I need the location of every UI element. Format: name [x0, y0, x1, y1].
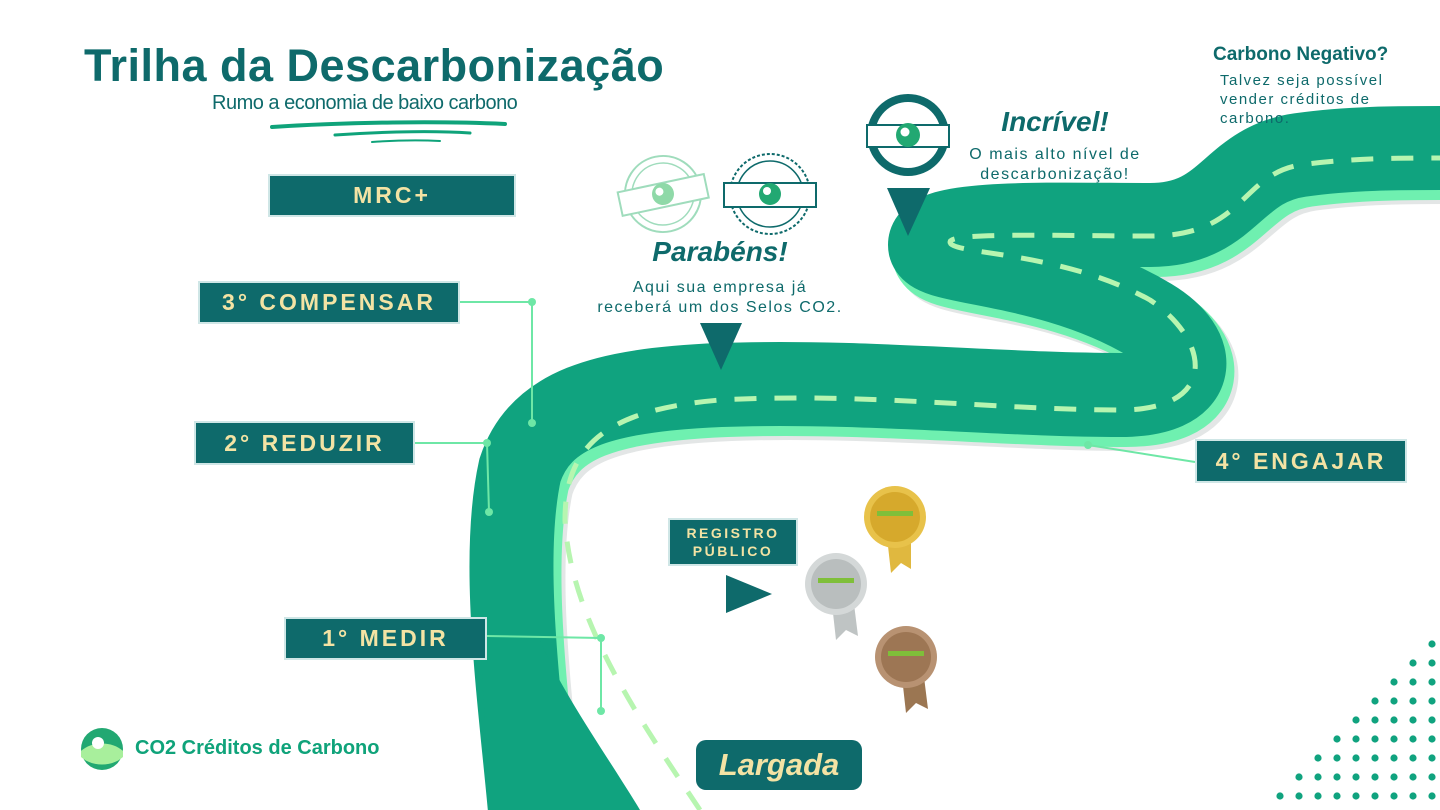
- page-subtitle: Rumo a economia de baixo carbono: [212, 92, 518, 114]
- registro-line-2: PÚBLICO: [692, 543, 774, 559]
- pattern-dot: [1428, 754, 1436, 762]
- subtitle-brush-stroke: [270, 120, 507, 143]
- medal-silver-icon: [805, 553, 867, 640]
- pattern-dot: [1352, 716, 1360, 724]
- stage-medir-box: 1° MEDIR: [284, 617, 487, 660]
- road-centerline: [562, 155, 1440, 810]
- pattern-dot: [1428, 735, 1436, 743]
- pattern-dot: [1295, 792, 1303, 800]
- medal-bronze-icon: [875, 626, 937, 713]
- medal-gold-icon: [864, 486, 926, 573]
- registro-flag-icon: [726, 575, 772, 613]
- pattern-dot: [1390, 754, 1398, 762]
- pattern-dot: [1409, 659, 1417, 667]
- stage-reduzir-box: 2° REDUZIR: [194, 421, 415, 465]
- pattern-dot: [1352, 773, 1360, 781]
- road-start-wide: [480, 640, 640, 810]
- pattern-dot: [1371, 735, 1379, 743]
- parabens-line-1: Aqui sua empresa já: [632, 279, 808, 296]
- pattern-dot: [1314, 754, 1322, 762]
- stage-engajar-box: 4° ENGAJAR: [1195, 439, 1407, 483]
- seal-carbono-neutro-icon: [723, 153, 817, 235]
- pattern-dot: [1428, 659, 1436, 667]
- pattern-dot: [1409, 792, 1417, 800]
- parabens-line-2: receberá um dos Selos CO2.: [597, 299, 843, 316]
- pattern-dot: [1371, 792, 1379, 800]
- carbono-negativo-text: Talvez seja possível vender créditos de …: [1220, 72, 1384, 127]
- pattern-dot: [1390, 792, 1398, 800]
- pattern-dot: [1390, 773, 1398, 781]
- pattern-dot: [1314, 792, 1322, 800]
- registro-line-1: REGISTRO: [686, 525, 780, 541]
- registro-publico-box: REGISTRO PÚBLICO: [668, 518, 798, 566]
- pattern-dot: [1428, 697, 1436, 705]
- pattern-dot: [1333, 792, 1341, 800]
- pattern-dot: [1333, 754, 1341, 762]
- stage-compensar-box: 3° COMPENSAR: [198, 281, 460, 324]
- pattern-dot: [1390, 678, 1398, 686]
- pattern-dot: [1390, 735, 1398, 743]
- page-title: Trilha da Descarbonização: [84, 40, 665, 91]
- road-surface: [469, 106, 1440, 810]
- pattern-dot: [1371, 697, 1379, 705]
- pattern-dot: [1409, 735, 1417, 743]
- pattern-dot: [1409, 754, 1417, 762]
- parabens-heading: Parabéns!: [652, 236, 788, 267]
- incrivel-heading: Incrível!: [1001, 106, 1109, 137]
- pattern-dot: [1390, 697, 1398, 705]
- incrivel-line-1: O mais alto nível de: [969, 146, 1141, 163]
- pattern-dot: [1409, 697, 1417, 705]
- pattern-dot: [1352, 754, 1360, 762]
- incrivel-line-2: descarbonização!: [980, 166, 1130, 183]
- stage-mrc-box: MRC+: [268, 174, 516, 217]
- decorative-dot-pattern: [1276, 640, 1436, 800]
- pattern-dot: [1371, 773, 1379, 781]
- pattern-dot: [1276, 792, 1284, 800]
- pattern-dot: [1428, 773, 1436, 781]
- pattern-dot: [1409, 678, 1417, 686]
- pattern-dot: [1295, 773, 1303, 781]
- connector-dots: [483, 298, 1092, 715]
- pattern-dot: [1371, 716, 1379, 724]
- seal-carbono-reduzido-icon: [616, 155, 710, 233]
- pattern-dot: [1314, 773, 1322, 781]
- seal-carbono-zero-icon: [866, 94, 950, 176]
- start-label: Largada: [696, 740, 862, 790]
- brand-logo-icon: [81, 728, 123, 770]
- pattern-dot: [1352, 735, 1360, 743]
- brand-name: CO2 Créditos de Carbono: [135, 737, 380, 759]
- pattern-dot: [1409, 716, 1417, 724]
- pattern-dot: [1428, 792, 1436, 800]
- pattern-dot: [1409, 773, 1417, 781]
- carbono-negativo-heading: Carbono Negativo?: [1213, 44, 1389, 65]
- incrivel-note: O mais alto nível de descarbonização!: [950, 145, 1160, 185]
- pattern-dot: [1352, 792, 1360, 800]
- pattern-dot: [1333, 773, 1341, 781]
- parabens-pointer-icon: [700, 323, 742, 370]
- pattern-dot: [1390, 716, 1398, 724]
- pattern-dot: [1428, 678, 1436, 686]
- pattern-dot: [1428, 716, 1436, 724]
- pattern-dot: [1371, 754, 1379, 762]
- pattern-dot: [1333, 735, 1341, 743]
- parabens-note: Aqui sua empresa já receberá um dos Selo…: [570, 278, 870, 318]
- pattern-dot: [1428, 640, 1436, 648]
- incrivel-pointer-icon: [887, 188, 930, 236]
